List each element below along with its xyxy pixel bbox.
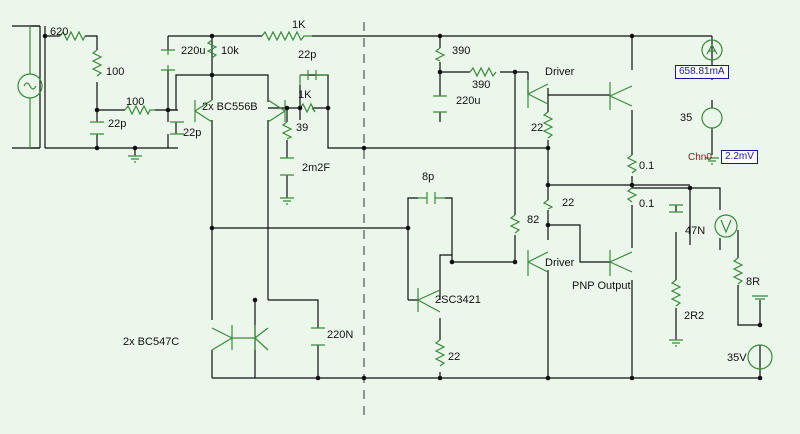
label-r01b: 0.1 (639, 198, 655, 210)
r39 (281, 121, 293, 140)
label-q-pair: 2x BC556B (202, 101, 258, 113)
label-cm-pair: 2x BC547C (123, 336, 180, 348)
ground-2r2 (669, 339, 683, 347)
label-r8r: 8R (746, 276, 761, 288)
c220u-b (433, 95, 447, 113)
r01a (626, 154, 638, 174)
q-driver-bot (527, 250, 549, 276)
r8r (732, 257, 744, 285)
label-c2m2: 2m2F (302, 162, 331, 174)
r22a (542, 111, 554, 139)
label-r22b: 22 (562, 197, 575, 209)
ground-c2m2 (280, 197, 294, 205)
r2r2 (670, 279, 682, 307)
label-v35-bottom: 35V (727, 352, 747, 364)
current-meter-readout: 658.81mA (675, 65, 729, 79)
q-mirror-left (211, 325, 233, 351)
junctions (42, 33, 763, 381)
r22b (542, 199, 554, 210)
voltage-source-bottom (747, 344, 773, 370)
c22p-in (90, 121, 104, 135)
r1k-top (261, 30, 312, 42)
label-r100a: 100 (106, 66, 125, 78)
label-c220u-in: 220u (181, 45, 206, 57)
c220n (311, 327, 325, 346)
label-c220n: 220N (327, 329, 354, 341)
r620 (59, 30, 86, 42)
ground-input (128, 155, 142, 163)
r22c (434, 339, 446, 367)
r100b (124, 104, 155, 116)
label-driver-bot: Driver (545, 257, 575, 269)
c220u-in (161, 49, 175, 71)
label-r82: 82 (527, 214, 540, 226)
r82 (509, 214, 521, 234)
label-c22p-fb: 22p (298, 49, 317, 61)
voltage-meter-readout: 2.2mV (721, 150, 758, 164)
label-c47n: 47N (685, 225, 706, 237)
components (17, 26, 773, 370)
voltmeter-circle (714, 214, 738, 238)
r390b (469, 66, 497, 78)
label-vas: 2SC3421 (435, 294, 481, 306)
label-r10k: 10k (221, 45, 239, 57)
q-diff-left (194, 99, 213, 123)
r100a (91, 49, 103, 77)
label-r1k-top: 1K (292, 19, 306, 31)
q-output-npn (609, 82, 633, 110)
label-pnp-output: PNP Output (572, 280, 631, 292)
label-r22a: 22 (531, 122, 544, 134)
label-c22p-b: 22p (183, 127, 202, 139)
label-r390a: 390 (452, 45, 471, 57)
label-r100b: 100 (126, 96, 145, 108)
ground-speaker (752, 295, 768, 300)
channel-label: Chn0 (688, 152, 712, 163)
c47n (669, 204, 683, 213)
r390a (434, 47, 446, 62)
label-r1k-fb: 1K (298, 89, 312, 101)
label-driver-top: Driver (545, 66, 575, 78)
c22p-b (170, 121, 184, 135)
label-r390b: 390 (472, 79, 491, 91)
label-c220u-b: 220u (456, 95, 481, 107)
q-vas (417, 288, 441, 313)
q-driver-top (527, 80, 549, 108)
q-diff-right (267, 99, 286, 123)
q-output-pnp (609, 250, 633, 276)
label-r620: 620 (50, 26, 69, 38)
r10k (206, 39, 218, 59)
label-r2r2: 2R2 (684, 310, 705, 322)
c8p (418, 192, 445, 204)
label-r22c: 22 (448, 351, 461, 363)
label-r39: 39 (296, 122, 309, 134)
label-v35-top: 35 (680, 112, 693, 124)
r1k-fb (299, 102, 316, 114)
label-c22p-in: 22p (108, 118, 127, 130)
q-mirror-right (232, 325, 269, 351)
label-r01a: 0.1 (639, 160, 655, 172)
voltage-source-top (701, 107, 723, 129)
ammeter-circle (701, 39, 723, 61)
label-c8p: 8p (422, 171, 435, 183)
c22p-fb (299, 70, 328, 85)
ground-chn (705, 157, 719, 165)
c2m2 (280, 157, 294, 176)
r01b (626, 187, 638, 203)
wires (12, 25, 761, 379)
